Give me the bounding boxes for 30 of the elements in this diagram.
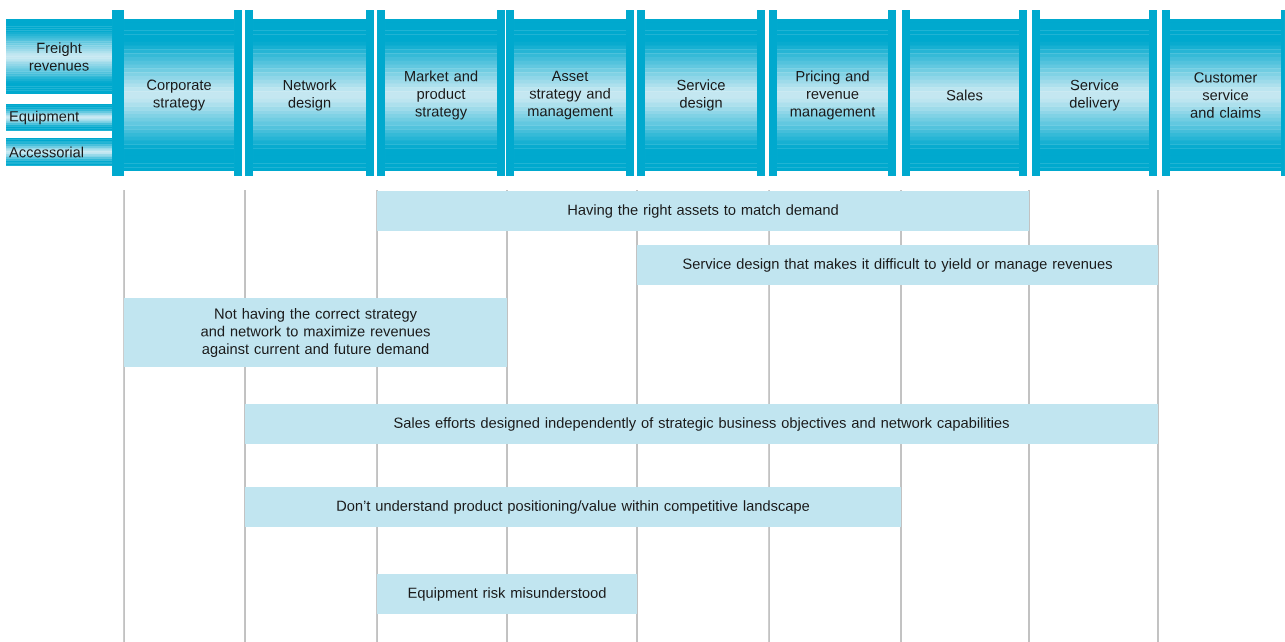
node-label: Pricing and revenue management: [790, 70, 876, 120]
pipe-section: Pricing and revenue management: [777, 19, 888, 171]
node-label: Customer service and claims: [1190, 72, 1261, 118]
pipe-section: Network design: [253, 19, 366, 171]
issue-bar: Having the right assets to match demand: [377, 191, 1029, 231]
node-label: Network design: [283, 79, 337, 111]
revenue-box: Equipment: [6, 104, 112, 131]
pipe-section: Asset strategy and management: [514, 19, 626, 171]
pipe-section: Market and product strategy: [385, 19, 497, 171]
issue-bar: Service design that makes it difficult to yield or manage revenues: [637, 245, 1158, 285]
pipe-section: Customer service and claims: [1170, 19, 1281, 171]
node-label: Equipment: [10, 110, 80, 125]
pipe-section: Service delivery: [1040, 19, 1149, 171]
pipe-section: Sales: [910, 19, 1019, 171]
revenue-box: Freight revenues: [6, 19, 112, 94]
issue-bar: Don’t understand product positioning/value within competitive landscape: [245, 487, 901, 527]
issue-bar: Sales efforts designed independently of strategic business objectives and network capabilities: [245, 404, 1158, 444]
pipe-section: Corporate strategy: [124, 19, 234, 171]
node-label: Sales: [946, 89, 983, 101]
issue-bar: Equipment risk misunderstood: [377, 574, 637, 614]
pipe-section: Service design: [645, 19, 757, 171]
node-label: Corporate strategy: [147, 79, 211, 111]
node-label: Asset strategy and management: [528, 70, 613, 120]
node-label: Service design: [677, 79, 725, 111]
issue-bar: Not having the correct strategy and network to maximize revenues against current and future demand: [124, 298, 507, 367]
revenue-box: Accessorial: [6, 138, 112, 166]
node-label: Freight revenues: [29, 42, 89, 71]
node-label: Service delivery: [1069, 79, 1120, 111]
node-label: Market and product strategy: [405, 70, 478, 120]
node-label: Accessorial: [9, 146, 84, 158]
